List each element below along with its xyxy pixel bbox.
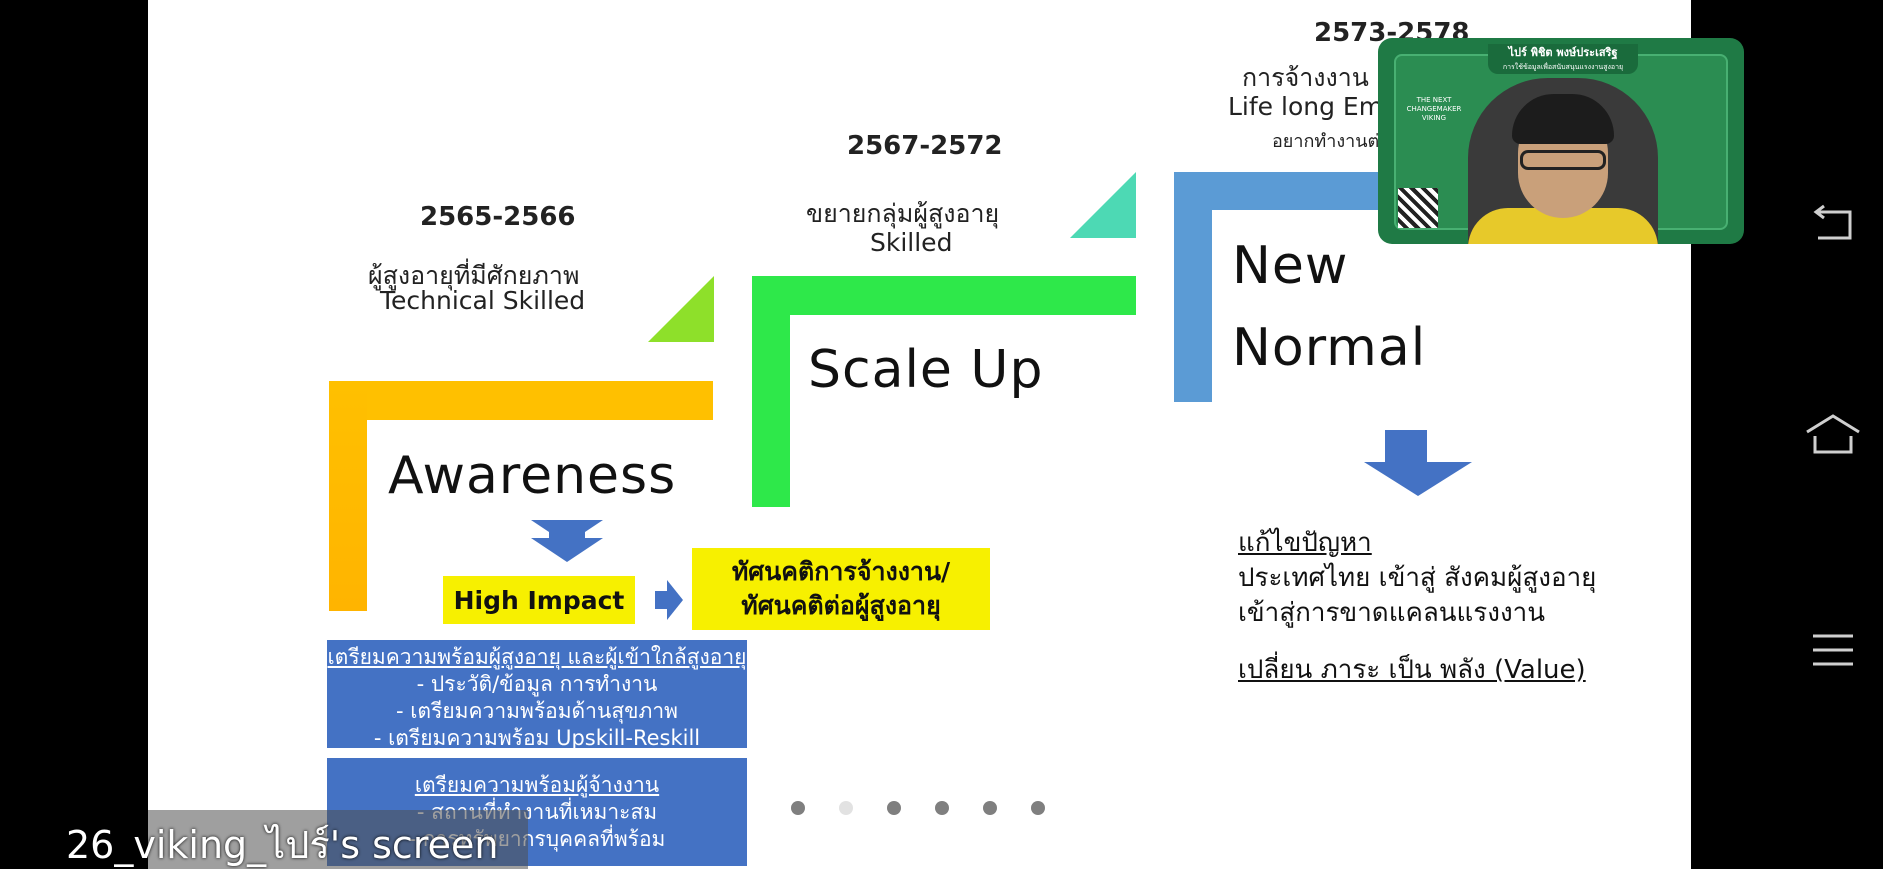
- menu-icon[interactable]: [1803, 632, 1863, 678]
- stage2-corner-triangle: [1070, 172, 1136, 238]
- list-item: - เตรียมความพร้อม Upskill-Reskill: [373, 726, 701, 750]
- elderly-preparation-heading: เตรียมความพร้อมผู้สูงอายุ และผู้เข้าใกล้…: [327, 645, 747, 669]
- webcam-logo: THE NEXT CHANGEMAKER VIKING: [1406, 96, 1462, 122]
- pagination-dot[interactable]: [887, 801, 901, 815]
- attitude-box: ทัศนคติการจ้างงาน/ ทัศนคติต่อผู้สูงอายุ: [692, 548, 990, 630]
- high-impact-label: High Impact: [453, 585, 625, 615]
- stage2-thai-line: ขยายกลุ่มผู้สูงอายุ: [806, 199, 1000, 228]
- pagination-dot[interactable]: [791, 801, 805, 815]
- stage3-sub-line: อยากทำงานต่: [1272, 131, 1380, 152]
- stage3-step-side: [1174, 172, 1212, 402]
- pagination-dot[interactable]: [1031, 801, 1045, 815]
- down-arrow-head: [531, 538, 603, 562]
- stage2-step-top: [752, 276, 1136, 315]
- solution-heading: แก้ไขปัญหา: [1238, 528, 1372, 558]
- solution-line1: ประเทศไทย เข้าสู่ สังคมผู้สูงอายุ: [1238, 563, 1597, 593]
- down-arrow-stem: [549, 520, 585, 538]
- stage1-step-side: [329, 381, 367, 611]
- attitude-line2: ทัศนคติต่อผู้สูงอายุ: [741, 591, 941, 620]
- stage2-years: 2567-2572: [847, 131, 1003, 161]
- pagination-dot-active[interactable]: [839, 801, 853, 815]
- solution-arrow-stem: [1385, 430, 1427, 464]
- solution-block: แก้ไขปัญหา ประเทศไทย เข้าสู่ สังคมผู้สูง…: [1238, 526, 1596, 688]
- webcam-banner-sub: การใช้ข้อมูลเพื่อสนับสนุนแรงงานสูงอายุ: [1502, 63, 1624, 71]
- pagination-dot[interactable]: [935, 801, 949, 815]
- awareness-title: Awareness: [388, 446, 677, 506]
- stage2-english-line: Skilled: [870, 228, 953, 257]
- right-arrow-stem: [655, 591, 667, 609]
- new-normal-title-line2: Normal: [1232, 318, 1427, 378]
- list-item: - ประวัติ/ข้อมูล การทำงาน: [416, 672, 658, 696]
- stage1-years: 2565-2566: [420, 202, 576, 232]
- list-item: - เตรียมความพร้อมด้านสุขภาพ: [396, 699, 678, 723]
- high-impact-box: High Impact: [443, 576, 635, 624]
- webcam-banner: ไปร์ พิชิต พงษ์ประเสริฐ การใช้ข้อมูลเพื่…: [1488, 44, 1638, 74]
- presenter-hair: [1512, 94, 1614, 144]
- stage1-english-line: Technical Skilled: [380, 286, 586, 315]
- scale-up-title: Scale Up: [808, 340, 1044, 400]
- caption-background: [148, 810, 528, 869]
- attitude-line1: ทัศนคติการจ้างงาน/: [731, 557, 951, 586]
- presenter-video: [1468, 78, 1658, 244]
- pagination-dot[interactable]: [983, 801, 997, 815]
- back-icon[interactable]: [1803, 204, 1863, 250]
- solution-value-line: เปลี่ยน ภาระ เป็น พลัง (Value): [1238, 655, 1586, 685]
- elderly-preparation-box: เตรียมความพร้อมผู้สูงอายุ และผู้เข้าใกล้…: [327, 640, 747, 750]
- solution-down-arrow-icon: [1364, 462, 1472, 496]
- stage3-english-line: Life long Em: [1228, 92, 1384, 121]
- qr-code-icon: [1398, 188, 1438, 228]
- stage3-thai-line: การจ้างงาน: [1242, 63, 1369, 92]
- presenter-glasses: [1520, 150, 1606, 170]
- webcam-banner-name: ไปร์ พิชิต พงษ์ประเสริฐ: [1508, 46, 1618, 59]
- home-icon[interactable]: [1803, 414, 1863, 464]
- right-arrow-icon: [667, 580, 683, 620]
- screen-share-caption: 26_viking_ไปร์'s screen: [66, 823, 499, 867]
- new-normal-title-line1: New: [1232, 236, 1349, 296]
- stage1-corner-triangle: [648, 276, 714, 342]
- stage1-step-top: [329, 381, 713, 420]
- employer-preparation-heading: เตรียมความพร้อมผู้จ้างงาน: [414, 773, 660, 797]
- webcam-overlay[interactable]: ไปร์ พิชิต พงษ์ประเสริฐ การใช้ข้อมูลเพื่…: [1378, 38, 1744, 244]
- stage2-step-side: [752, 276, 790, 507]
- stage1-thai-line: ผู้สูงอายุที่มีศักยภาพ: [368, 261, 580, 290]
- solution-line2: เข้าสู่การขาดแคลนแรงงาน: [1238, 598, 1546, 628]
